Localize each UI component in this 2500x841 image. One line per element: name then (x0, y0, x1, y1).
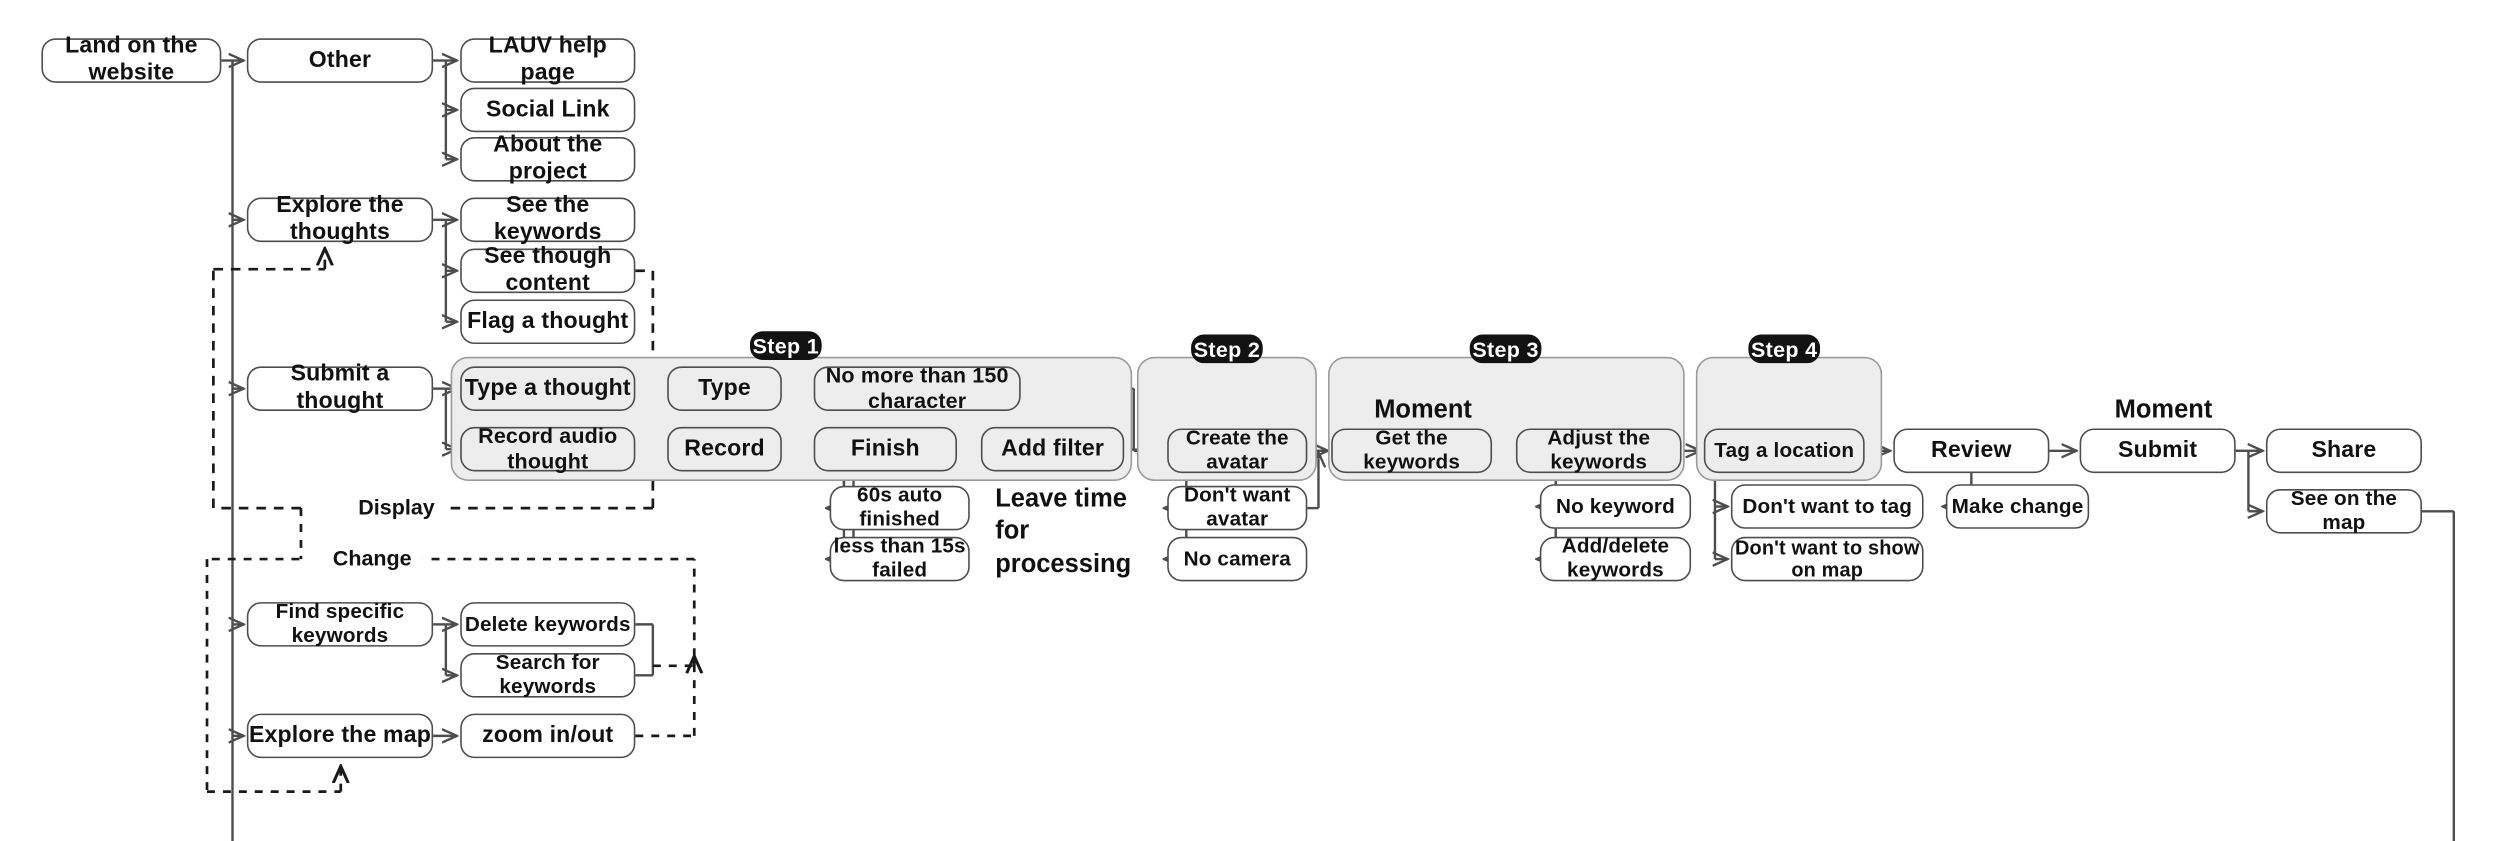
node-review[interactable]: Review (1893, 428, 2050, 474)
node-other[interactable]: Other (246, 38, 434, 83)
node-dont-want-to-show-on-map[interactable]: Don't want to show on map (1730, 536, 1924, 582)
node-no-more-than-150-character[interactable]: No more than 150 character (813, 364, 1021, 413)
node-find-specific-keywords[interactable]: Find specific keywords (246, 599, 434, 647)
badge-step-3: Step 3 (1469, 334, 1542, 364)
node-no-camera[interactable]: No camera (1167, 536, 1308, 582)
node-zoom-in-out[interactable]: zoom in/out (460, 713, 636, 759)
node-delete-keywords[interactable]: Delete keywords (460, 602, 636, 647)
node-60s-auto-finished[interactable]: 60s auto finished (829, 483, 970, 531)
node-record-audio-thought[interactable]: Record audio thought (460, 424, 636, 473)
node-see-on-the-map[interactable]: See on the map (2265, 486, 2422, 534)
node-create-the-avatar[interactable]: Create the avatar (1167, 425, 1308, 474)
node-type[interactable]: Type (667, 366, 782, 411)
badge-step-2: Step 2 (1191, 334, 1263, 364)
node-submit-a-thought[interactable]: Submit a thought (246, 362, 434, 414)
node-make-change[interactable]: Make change (1945, 484, 2090, 529)
node-tag-a-location[interactable]: Tag a location (1703, 428, 1865, 474)
node-about-the-project[interactable]: About the project (460, 133, 636, 185)
node-type-a-thought[interactable]: Type a thought (460, 366, 636, 411)
label-moment-submit: Moment (2114, 396, 2213, 424)
node-search-for-keywords[interactable]: Search for keywords (460, 650, 636, 698)
node-social-link[interactable]: Social Link (460, 87, 636, 133)
node-submit[interactable]: Submit (2079, 428, 2236, 474)
node-add-delete-keywords[interactable]: Add/delete keywords (1539, 534, 1692, 582)
label-display-loop: Display (347, 495, 446, 520)
node-finish[interactable]: Finish (813, 426, 958, 472)
badge-step-4: Step 4 (1748, 334, 1821, 364)
node-lauv-help-page[interactable]: LAUV help page (460, 34, 636, 86)
label-leave-time-for-processing: Leave time for processing (995, 485, 1132, 579)
node-flag-a-thought[interactable]: Flag a thought (460, 299, 636, 345)
node-see-the-keywords[interactable]: See the keywords (460, 193, 636, 245)
label-moment-step3: Moment (1374, 396, 1472, 424)
node-land-on-the-website[interactable]: Land on the website (41, 34, 222, 86)
node-no-keyword[interactable]: No keyword (1539, 484, 1692, 529)
node-add-filter[interactable]: Add filter (980, 426, 1125, 472)
node-record[interactable]: Record (667, 426, 782, 472)
label-change-loop: Change (321, 546, 423, 571)
node-share[interactable]: Share (2265, 428, 2422, 474)
node-dont-want-to-tag[interactable]: Don't want to tag (1730, 484, 1924, 529)
node-dont-want-avatar[interactable]: Don't want avatar (1167, 483, 1308, 531)
node-get-the-keywords[interactable]: Get the keywords (1331, 425, 1493, 474)
node-less-than-15s-failed[interactable]: less than 15s failed (829, 534, 970, 582)
node-explore-the-map[interactable]: Explore the map (246, 713, 434, 759)
node-adjust-the-keywords[interactable]: Adjust the keywords (1515, 425, 1682, 474)
badge-step-1: Step 1 (750, 331, 822, 360)
node-explore-the-thoughts[interactable]: Explore the thoughts (246, 193, 434, 245)
node-see-though-content[interactable]: See though content (460, 244, 636, 296)
